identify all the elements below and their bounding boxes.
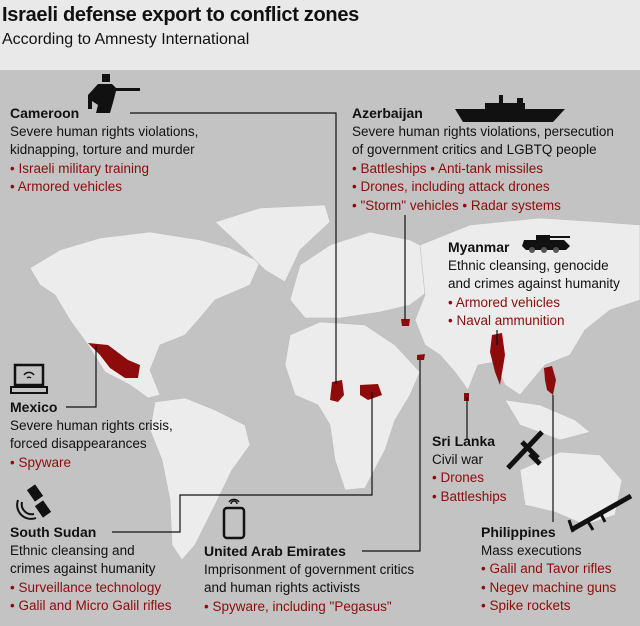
export-item: Drones bbox=[432, 469, 507, 488]
export-item: Israeli military training bbox=[10, 160, 198, 179]
description-line: crimes against humanity bbox=[10, 561, 156, 576]
australia bbox=[519, 451, 623, 526]
country-azerbaijan: Azerbaijan Severe human rights violation… bbox=[352, 104, 614, 215]
soldier-icon bbox=[88, 74, 140, 113]
region-mexico bbox=[88, 343, 140, 378]
satellite-icon bbox=[16, 484, 52, 520]
header: Israeli defense export to conflict zones… bbox=[0, 0, 640, 70]
country-myanmar: Myanmar Ethnic cleansing, genocide and c… bbox=[448, 238, 620, 331]
export-item: Surveillance technology bbox=[10, 579, 172, 598]
region-azerbaijan bbox=[401, 319, 410, 326]
greenland bbox=[214, 204, 331, 283]
leader-lines bbox=[66, 112, 554, 552]
country-name: Philippines bbox=[481, 524, 556, 540]
export-item: Spyware bbox=[10, 454, 173, 473]
smartphone-icon bbox=[222, 498, 246, 540]
country-name: Cameroon bbox=[10, 105, 80, 121]
description-line: Severe human rights violations, persecut… bbox=[352, 123, 614, 139]
export-item: Battleships • Anti-tank missiles bbox=[352, 160, 614, 179]
europe bbox=[289, 231, 431, 319]
description-line: kidnapping, torture and murder bbox=[10, 142, 195, 157]
description-line: Civil war bbox=[432, 451, 484, 467]
country-name: Myanmar bbox=[448, 239, 510, 255]
description-line: Ethnic cleansing and bbox=[10, 542, 135, 558]
page-subtitle: According to Amnesty International bbox=[2, 31, 250, 48]
southeast-asia-islands bbox=[504, 399, 591, 441]
country-cameroon: Cameroon Severe human rights violations,… bbox=[10, 104, 198, 197]
country-name: United Arab Emirates bbox=[204, 543, 346, 559]
export-item: "Storm" vehicles • Radar systems bbox=[352, 197, 614, 216]
region-cameroon bbox=[330, 380, 344, 402]
country-name: South Sudan bbox=[10, 524, 97, 540]
country-philippines: Philippines Mass executions Galil and Ta… bbox=[481, 523, 616, 616]
armored-vehicle-icon bbox=[522, 235, 570, 253]
description-line: of government critics and LGBTQ people bbox=[352, 142, 597, 157]
description-line: Imprisonment of government critics bbox=[204, 561, 415, 577]
region-uae bbox=[417, 354, 425, 360]
export-item: Negev machine guns bbox=[481, 579, 616, 598]
country-name: Azerbaijan bbox=[352, 105, 423, 121]
africa bbox=[284, 321, 421, 491]
country-sri-lanka: Sri Lanka Civil war Drones Battleships bbox=[432, 432, 507, 506]
country-name: Mexico bbox=[10, 399, 58, 415]
region-philippines bbox=[544, 366, 556, 395]
country-mexico: Mexico Severe human rights crisis, force… bbox=[10, 398, 173, 472]
export-item: Drones, including attack drones bbox=[352, 178, 614, 197]
export-item: Battleships bbox=[432, 488, 506, 507]
rifle-icon bbox=[567, 493, 633, 533]
laptop-icon bbox=[10, 363, 48, 394]
description-line: Ethnic cleansing, genocide bbox=[448, 257, 609, 273]
battleship-icon bbox=[455, 95, 565, 122]
export-item: Spike rockets bbox=[481, 597, 616, 616]
export-item: Armored vehicles bbox=[10, 178, 198, 197]
drone-icon bbox=[506, 430, 544, 470]
country-south-sudan: South Sudan Ethnic cleansing and crimes … bbox=[10, 523, 172, 616]
description-line: and crimes against humanity bbox=[448, 276, 620, 291]
export-item: Spyware, including "Pegasus" bbox=[204, 598, 414, 617]
highlighted-countries bbox=[88, 319, 556, 402]
description-line: Severe human rights violations, bbox=[10, 123, 199, 139]
description-line: Mass executions bbox=[481, 542, 582, 558]
country-name: Sri Lanka bbox=[432, 433, 496, 449]
export-item: Galil and Micro Galil rifles bbox=[10, 597, 171, 616]
country-uae: United Arab Emirates Imprisonment of gov… bbox=[204, 542, 414, 616]
region-myanmar bbox=[490, 333, 505, 385]
north-america bbox=[29, 231, 261, 399]
description-line: Severe human rights crisis, bbox=[10, 417, 173, 433]
description-line: forced disappearances bbox=[10, 436, 147, 451]
export-item: Naval ammunition bbox=[448, 312, 620, 331]
region-south-sudan bbox=[360, 384, 382, 400]
description-line: and human rights activists bbox=[204, 580, 361, 595]
export-item: Armored vehicles bbox=[448, 294, 620, 313]
export-item: Galil and Tavor rifles bbox=[481, 560, 616, 579]
page-title: Israeli defense export to conflict zones bbox=[2, 4, 359, 26]
